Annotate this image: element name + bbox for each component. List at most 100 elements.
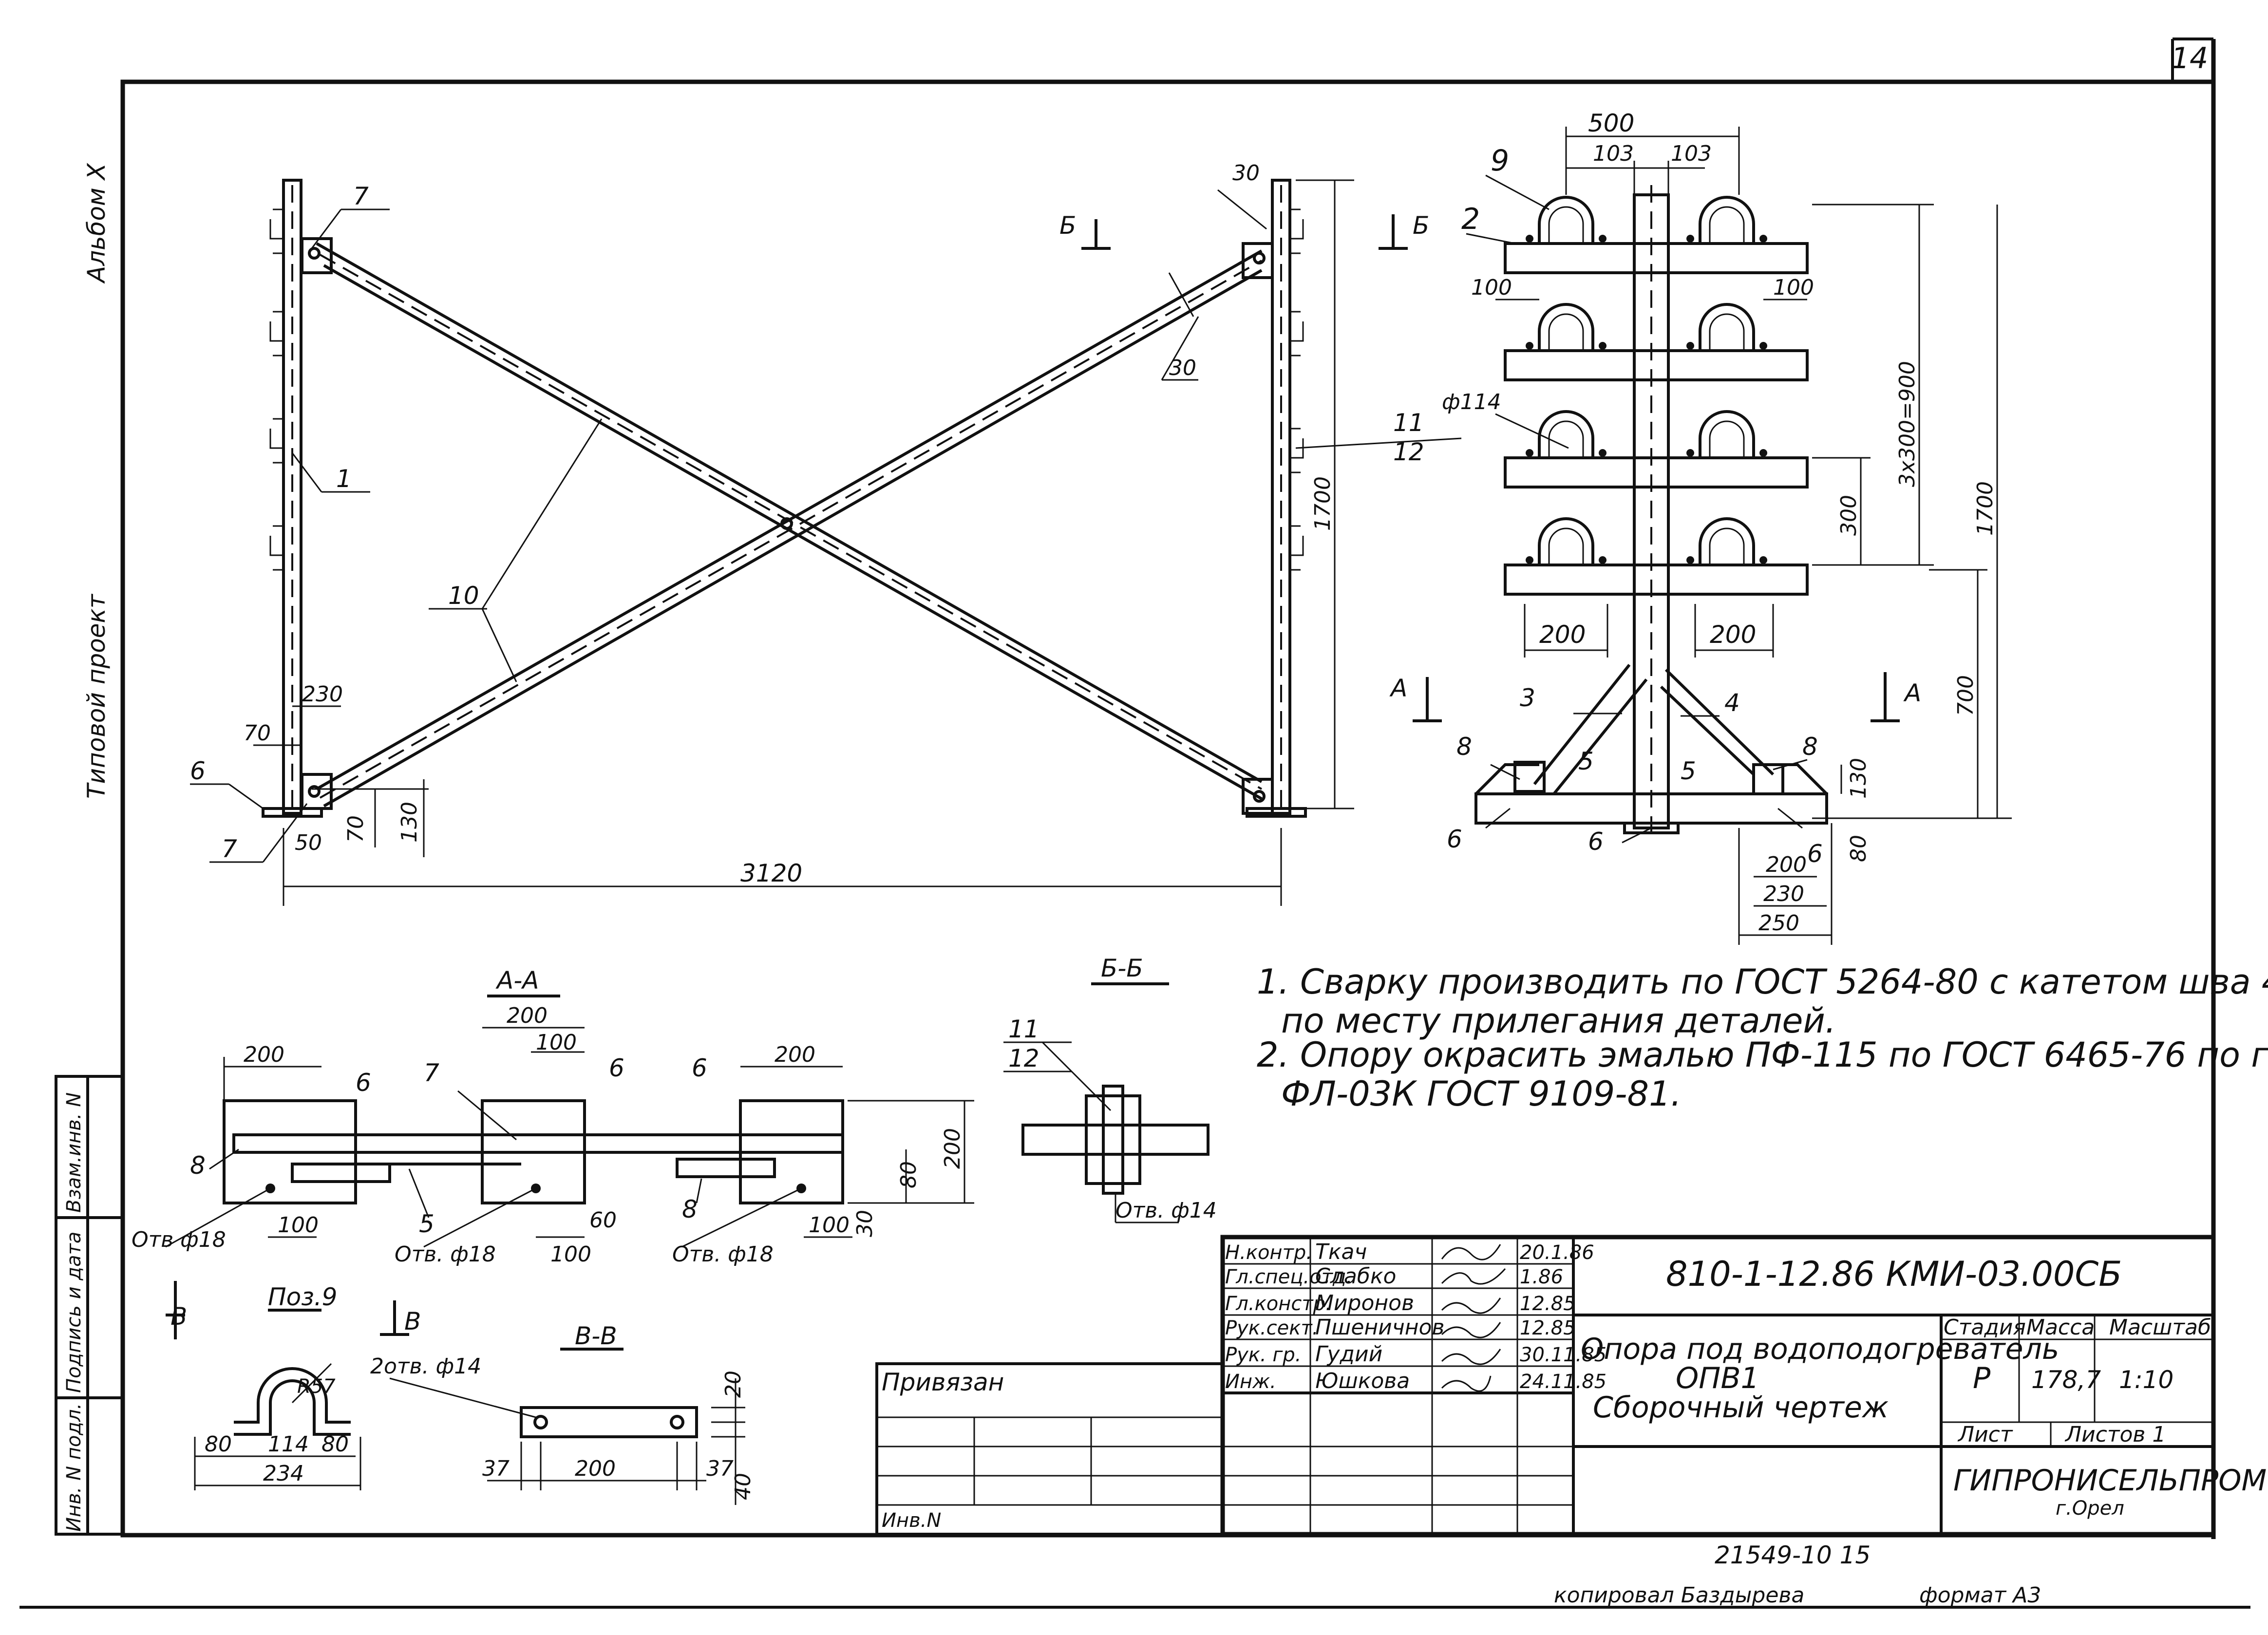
sv-section-mark-a-left: А xyxy=(1389,674,1407,702)
aa-dim-200-mid: 200 xyxy=(507,1003,548,1028)
tb-city: г.Орел xyxy=(2056,1497,2124,1520)
fv-dim-1700: 1700 xyxy=(1310,476,1335,531)
sv-dim-103-right: 103 xyxy=(1671,141,1712,166)
tb-sheet-label: Лист xyxy=(1957,1422,2013,1447)
sv-callout-8-left: 8 xyxy=(1456,733,1472,761)
aa-dim-100-a: 100 xyxy=(278,1213,319,1238)
sheet-number: 14 xyxy=(2171,41,2208,75)
fv-dim-130: 130 xyxy=(397,802,422,843)
aa-callout-6-mid: 6 xyxy=(609,1054,624,1082)
sv-callout-5-right: 5 xyxy=(1681,757,1696,785)
fv-callout-10: 10 xyxy=(448,582,479,610)
aa-hole-3: Отв. ф18 xyxy=(672,1242,774,1267)
fv-dim-30-top: 30 xyxy=(1232,161,1260,186)
stamp-inv-label: Инв. N подл. xyxy=(63,1403,85,1532)
fv-callout-11: 11 xyxy=(1393,409,1424,437)
aa-title: А-А xyxy=(495,966,539,995)
sv-dim-3x300: 3x300=900 xyxy=(1895,361,1920,487)
bb-title: Б-Б xyxy=(1101,954,1143,982)
sv-dim-300: 300 xyxy=(1836,495,1861,536)
sv-callout-6-right: 6 xyxy=(1807,840,1823,868)
pos9-dim-234: 234 xyxy=(263,1461,304,1486)
pos9-radius: R57 xyxy=(297,1375,336,1398)
sv-callout-5-left: 5 xyxy=(1578,747,1594,775)
tb-inv: Инв.N xyxy=(882,1509,941,1532)
tb-signatures xyxy=(1441,1244,1506,1392)
vv-holes: 2отв. ф14 xyxy=(370,1354,481,1379)
pos9-dim-80-right: 80 xyxy=(321,1432,349,1457)
sv-callout-6-left: 6 xyxy=(1447,825,1462,853)
copied-by: копировал Баздырева xyxy=(1554,1583,1804,1608)
pos9-mark-v: В xyxy=(170,1302,187,1331)
sv-dim-500: 500 xyxy=(1588,109,1634,137)
tb-org: ГИПРОНИСЕЛЬПРОМ xyxy=(1953,1464,2267,1498)
tb-role-5: Инж. xyxy=(1225,1371,1276,1393)
vv-dim-20: 20 xyxy=(721,1371,746,1398)
aa-callout-8-right: 8 xyxy=(682,1195,698,1223)
sv-dim-250: 250 xyxy=(1758,911,1799,936)
tb-stage: Р xyxy=(1973,1361,1991,1395)
tb-scale: 1:10 xyxy=(2119,1366,2174,1394)
vv-dim-37-right: 37 xyxy=(706,1456,734,1481)
tb-role-3: Рук.сект. xyxy=(1225,1317,1318,1339)
sv-callout-2: 2 xyxy=(1461,202,1480,236)
section-vv xyxy=(380,1300,745,1505)
fv-dim-70: 70 xyxy=(244,721,271,746)
vv-dim-40: 40 xyxy=(731,1473,756,1500)
fv-callout-1: 1 xyxy=(336,465,352,493)
tb-doc-code: 810-1-12.86 КМИ-03.00СБ xyxy=(1666,1254,2122,1294)
tb-name-2: Миронов xyxy=(1315,1291,1414,1316)
vv-mark-v: В xyxy=(404,1307,421,1335)
sv-dim-130: 130 xyxy=(1846,758,1871,799)
tb-privyazan: Привязан xyxy=(882,1368,1004,1396)
fv-section-mark-b-left: Б xyxy=(1059,211,1076,240)
aa-callout-8-left: 8 xyxy=(190,1151,206,1180)
tb-name-1: Слабко xyxy=(1315,1264,1396,1289)
tb-date-2: 12.85 xyxy=(1520,1293,1576,1315)
vv-dim-200: 200 xyxy=(575,1456,616,1481)
sv-callout-6-mid: 6 xyxy=(1588,827,1604,856)
aa-dim-100-top: 100 xyxy=(536,1030,577,1055)
aa-dim-100-b: 100 xyxy=(550,1242,591,1267)
left-stamp xyxy=(55,1075,124,1536)
fv-dim-3120: 3120 xyxy=(740,859,802,887)
sv-dim-200-base: 200 xyxy=(1766,852,1807,877)
tb-date-0: 20.1.86 xyxy=(1520,1241,1594,1264)
fv-dim-50: 50 xyxy=(295,830,322,855)
pos9-dim-80-left: 80 xyxy=(205,1432,232,1457)
fv-callout-12: 12 xyxy=(1393,438,1424,466)
fv-callout-7-top: 7 xyxy=(353,182,369,210)
vv-title: В-В xyxy=(575,1322,617,1350)
sv-section-mark-a-right: А xyxy=(1903,679,1921,707)
bb-callout-11: 11 xyxy=(1008,1015,1040,1043)
fv-callout-7-bottom: 7 xyxy=(222,835,237,863)
sv-dim-1700: 1700 xyxy=(1973,481,1998,536)
bottom-number: 21549-10 15 xyxy=(1715,1541,1871,1569)
side-view xyxy=(1413,127,2012,945)
sv-callout-9: 9 xyxy=(1491,144,1509,178)
aa-hole-2: Отв. ф18 xyxy=(395,1242,496,1267)
aa-dim-100-c: 100 xyxy=(809,1213,850,1238)
tb-doc-title-1: Опора под водоподогреватель xyxy=(1581,1332,2059,1366)
tb-sheets-label: Листов 1 xyxy=(2064,1422,2166,1447)
stamp-sign-label: Подпись и дата xyxy=(63,1232,85,1393)
sv-callout-d114: ф114 xyxy=(1442,390,1501,414)
sv-dim-103-left: 103 xyxy=(1593,141,1634,166)
aa-callout-6-right: 6 xyxy=(692,1054,707,1082)
section-bb xyxy=(1003,982,1210,1223)
aa-callout-6-left: 6 xyxy=(356,1069,371,1097)
tb-name-0: Ткач xyxy=(1315,1240,1367,1264)
sv-callout-3: 3 xyxy=(1520,684,1535,712)
section-aa xyxy=(165,995,974,1248)
aa-dim-80: 80 xyxy=(896,1161,921,1188)
sv-dim-100-right: 100 xyxy=(1773,275,1814,300)
fv-dim-70b: 70 xyxy=(343,815,368,843)
sv-callout-4: 4 xyxy=(1724,689,1740,717)
aa-dim-200-left: 200 xyxy=(244,1042,284,1067)
aa-dim-200-vert: 200 xyxy=(940,1128,965,1169)
tb-date-4: 30.11.85 xyxy=(1520,1344,1606,1366)
tb-role-4: Рук. гр. xyxy=(1225,1344,1302,1366)
tb-mass: 178,7 xyxy=(2031,1366,2101,1394)
tb-mass-header: Масса xyxy=(2026,1315,2095,1340)
